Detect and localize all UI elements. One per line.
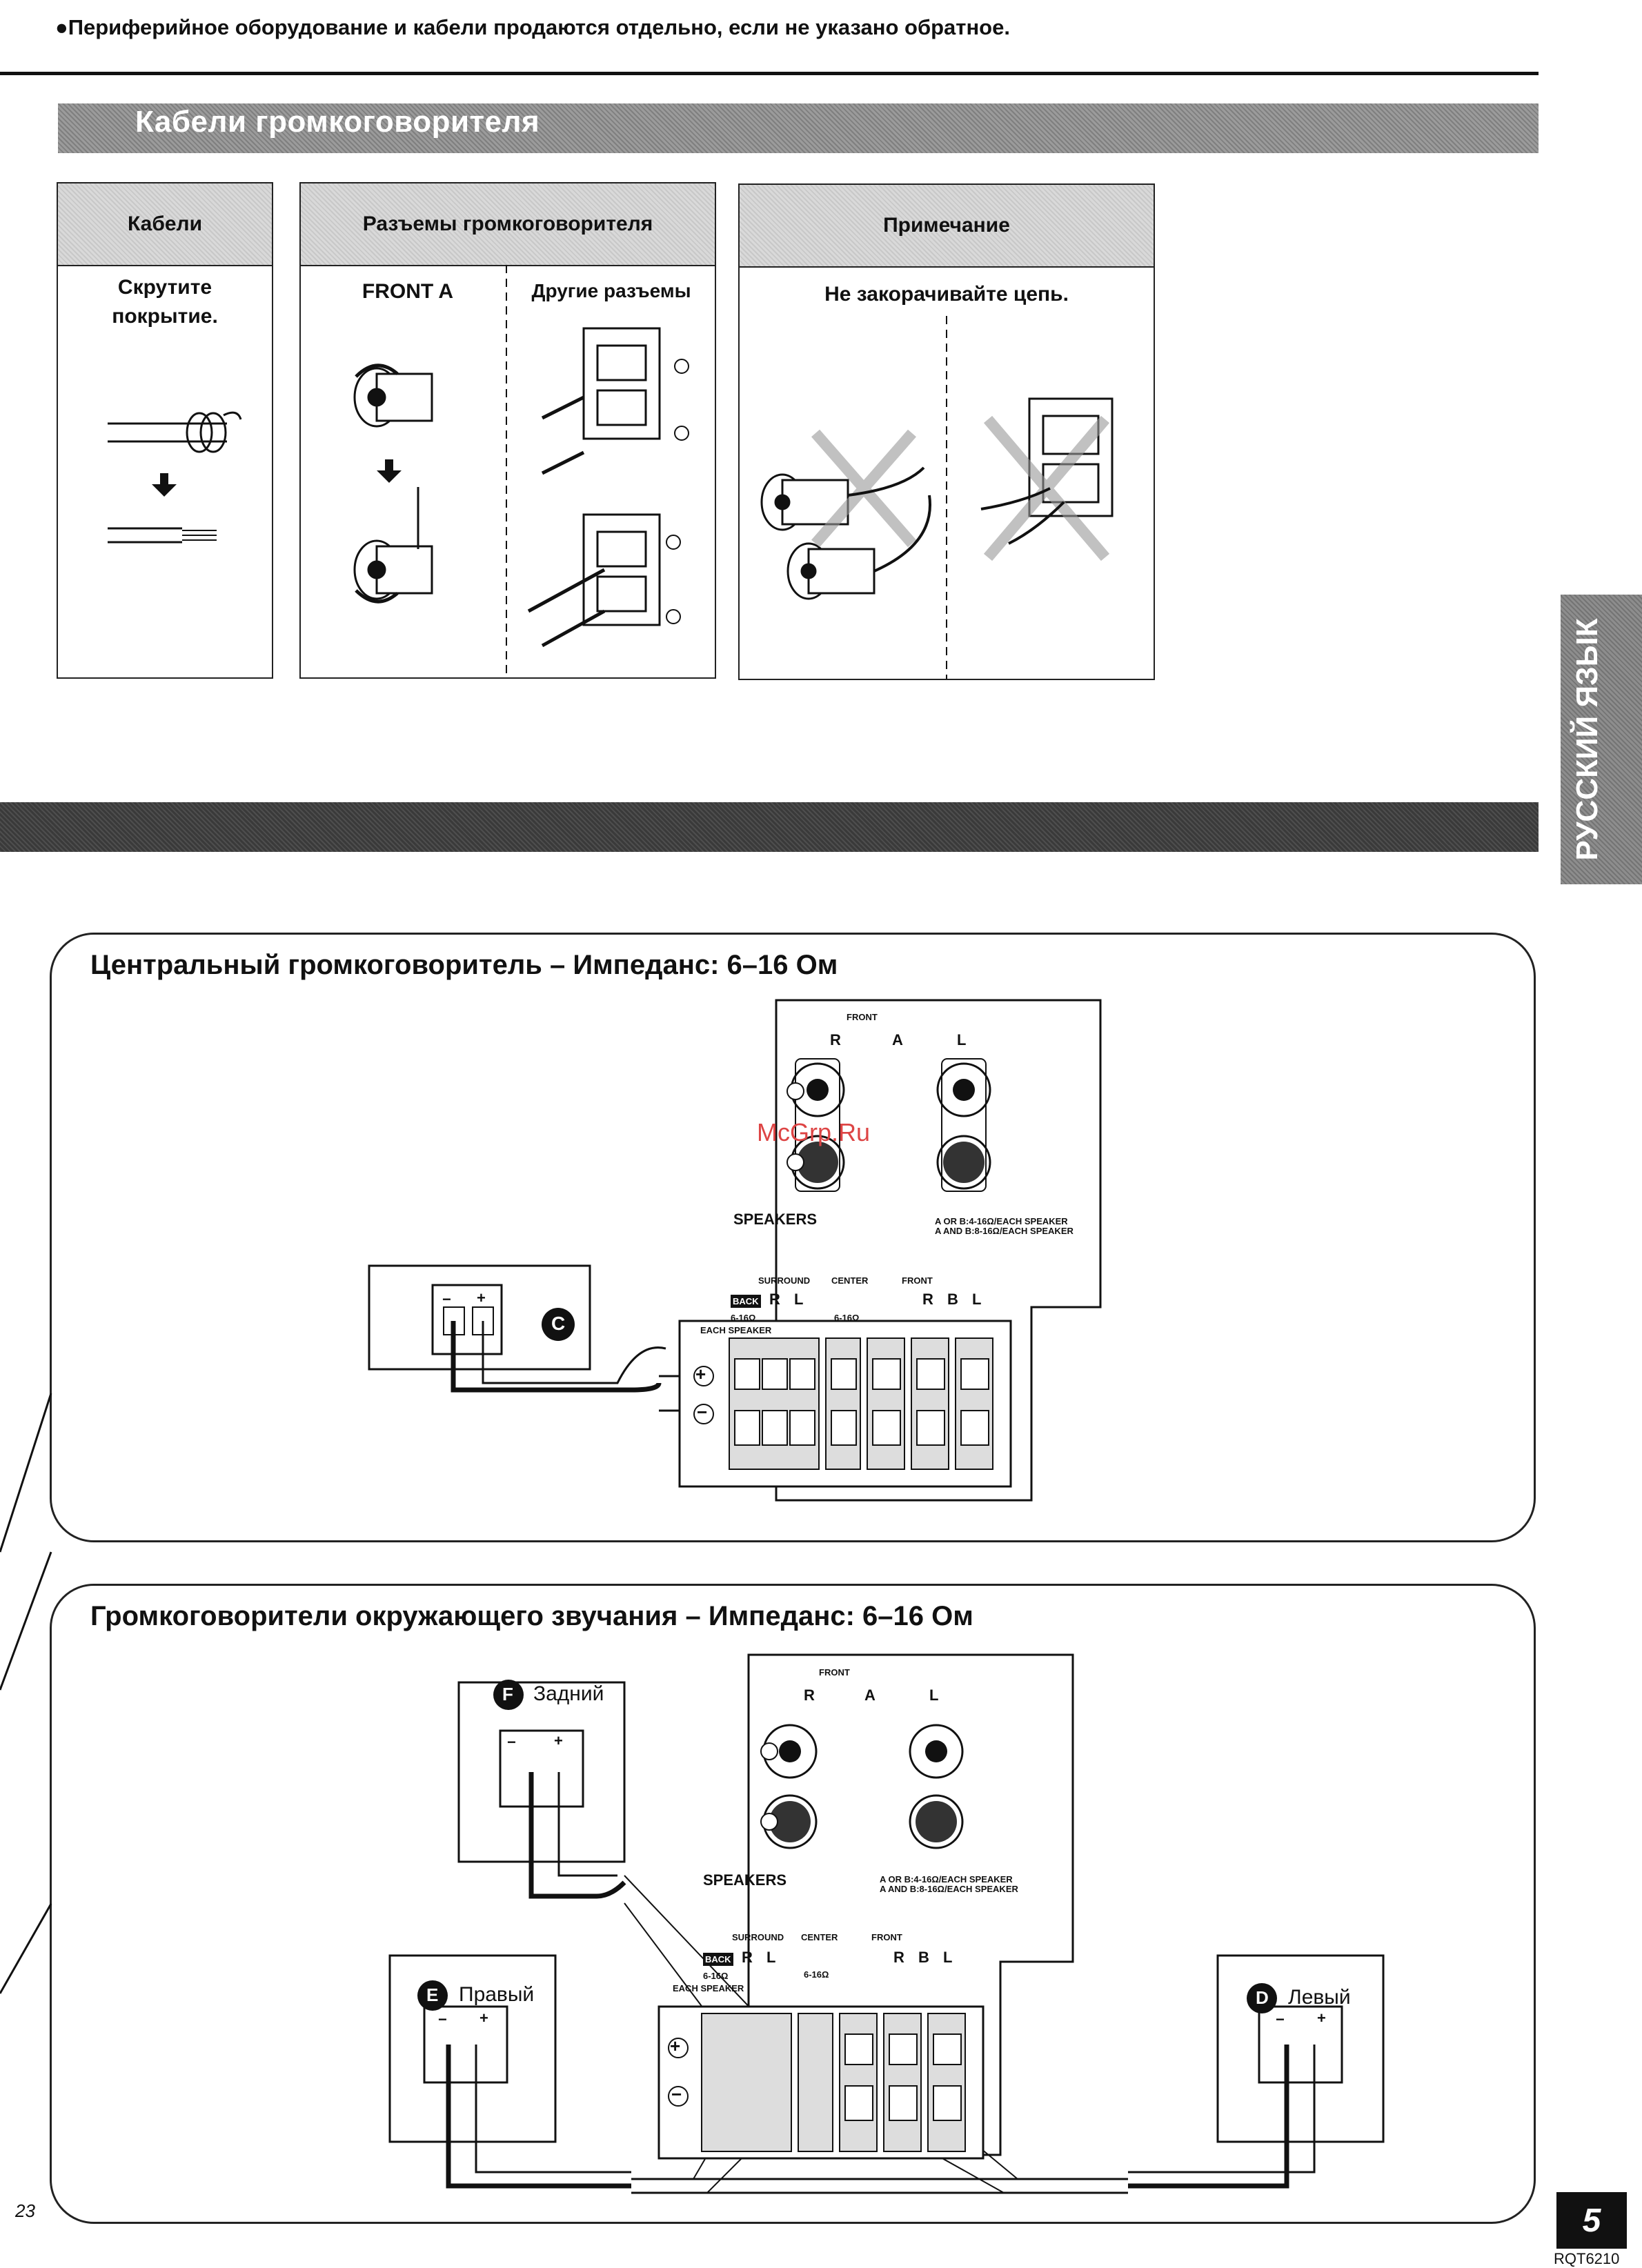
cables-box-head: Кабели — [58, 183, 272, 266]
left-page-number: 23 — [15, 2200, 35, 2221]
plus-sign: + — [695, 1364, 706, 1384]
surround-wiring-diagram — [388, 1653, 1385, 2194]
left-box-plus: + — [1317, 2009, 1326, 2027]
surround-front-b-l: L — [943, 1949, 953, 1966]
surround-front-a-header: FRONT — [819, 1667, 850, 1678]
rear-box-plus: + — [554, 1732, 563, 1749]
cables-box: Кабели Скрутите покрытие. — [57, 182, 273, 679]
minus-sign: − — [697, 1402, 708, 1422]
connector-illustration — [353, 265, 689, 677]
front-l-label: L — [957, 1031, 967, 1048]
connectors-box: Разъемы громкоговорителя FRONT A Другие … — [299, 182, 716, 679]
impedance-line-2: A AND B:8-16Ω/EACH SPEAKER — [935, 1226, 1074, 1236]
back-label: BACK — [731, 1295, 761, 1308]
language-tab: РУССКИЙ ЯЗЫК — [1561, 595, 1642, 884]
cables-instruction: Скрутите покрытие. — [112, 276, 218, 328]
note-box-head: Примечание — [740, 185, 1154, 268]
rear-speaker-label: Задний — [533, 1682, 604, 1705]
surround-back-label: BACK — [703, 1953, 733, 1966]
surround-block-l: L — [766, 1949, 776, 1966]
front-b-r-label: R — [922, 1291, 933, 1308]
right-box-plus: + — [479, 2009, 488, 2027]
speaker-box-plus: + — [477, 1289, 486, 1306]
other-terminals-caption: Другие разъемы — [531, 280, 691, 301]
surround-front-b-b: B — [918, 1949, 929, 1966]
document-code: RQT6210 — [1554, 2250, 1620, 2267]
cable-strip-illustration — [108, 411, 242, 544]
section-band — [58, 103, 1539, 153]
connectors-box-head: Разъемы громкоговорителя — [301, 183, 715, 266]
center-wiring-diagram — [368, 999, 1102, 1502]
speaker-box-minus: − — [442, 1291, 451, 1308]
front-a-caption: FRONT A — [362, 280, 454, 303]
front-b-header: FRONT — [902, 1275, 933, 1286]
surround-front-l: L — [929, 1687, 939, 1704]
surround-label: SURROUND — [758, 1275, 811, 1286]
surround-plus-sign: + — [670, 2036, 681, 2056]
surround-panel-title: Громкоговорители окружающего звучания – … — [90, 1601, 973, 1631]
left-speaker-label: Левый — [1288, 1986, 1351, 2009]
surround-center-imp: 6-16Ω — [804, 1969, 829, 1980]
watermark: McGrp.Ru — [757, 1118, 871, 1146]
surround-block-label: SURROUND — [732, 1932, 784, 1942]
impedance-line-1: A OR B:4-16Ω/EACH SPEAKER — [935, 1216, 1068, 1226]
surround-block-imp: 6-16Ω — [703, 1971, 729, 1981]
surround-imp-line-2: A AND B:8-16Ω/EACH SPEAKER — [880, 1884, 1018, 1894]
note-head-label: Примечание — [883, 214, 1010, 237]
left-box-minus: − — [1276, 2011, 1285, 2028]
front-r-label: R — [830, 1031, 841, 1048]
surround-block-r: R — [742, 1949, 753, 1966]
note-box: Примечание Не закорачивайте цепь. — [738, 183, 1155, 680]
surround-front-r: R — [804, 1687, 815, 1704]
front-b-l-label: L — [972, 1291, 982, 1308]
center-impedance: 6-16Ω — [834, 1313, 860, 1323]
surround-front-a: A — [864, 1687, 876, 1704]
top-note: ●Периферийное оборудование и кабели прод… — [55, 15, 1010, 39]
surround-r-label: R — [769, 1291, 780, 1308]
right-speaker-label: Правый — [459, 1983, 535, 2006]
rear-box-minus: − — [507, 1733, 516, 1751]
surround-imp-line-1: A OR B:4-16Ω/EACH SPEAKER — [880, 1874, 1013, 1884]
center-label: CENTER — [831, 1275, 869, 1286]
each-speaker-label: EACH SPEAKER — [700, 1325, 772, 1335]
front-a-header: FRONT — [847, 1012, 878, 1022]
front-b-b-label: B — [947, 1291, 958, 1308]
page-edge-marks — [0, 1393, 52, 1994]
short-circuit-illustration — [760, 316, 1114, 679]
section-band-dark — [0, 802, 1539, 852]
surround-center-label: CENTER — [801, 1932, 838, 1942]
badge-d: D — [1256, 1987, 1269, 2008]
note-text: Не закорачивайте цепь. — [824, 283, 1069, 306]
badge-c: C — [551, 1313, 566, 1334]
language-tab-label: РУССКИЙ ЯЗЫК — [1570, 618, 1604, 861]
center-speaker-panel: Центральный громкоговоритель – Импеданс:… — [50, 933, 1536, 1542]
surround-each-speaker: EACH SPEAKER — [673, 1983, 744, 1993]
surround-impedance: 6-16Ω — [731, 1313, 756, 1323]
top-divider — [0, 72, 1539, 75]
surround-l-label: L — [794, 1291, 804, 1308]
speakers-label: SPEAKERS — [733, 1211, 818, 1228]
section-title: Кабели громкоговорителя — [135, 105, 540, 139]
cables-head-label: Кабели — [127, 212, 203, 235]
surround-front-b-header: FRONT — [871, 1932, 902, 1942]
surround-speaker-panel: Громкоговорители окружающего звучания – … — [50, 1584, 1536, 2224]
surround-minus-sign: − — [671, 2084, 682, 2105]
right-box-minus: − — [438, 2011, 447, 2028]
page-number: 5 — [1556, 2192, 1627, 2249]
connectors-head-label: Разъемы громкоговорителя — [362, 212, 653, 235]
front-a-label: A — [892, 1031, 903, 1048]
center-panel-title: Центральный громкоговоритель – Импеданс:… — [90, 950, 838, 980]
surround-speakers-label: SPEAKERS — [703, 1871, 787, 1889]
surround-front-b-r: R — [893, 1949, 904, 1966]
badge-e: E — [426, 1984, 439, 2005]
badge-f: F — [502, 1684, 513, 1704]
